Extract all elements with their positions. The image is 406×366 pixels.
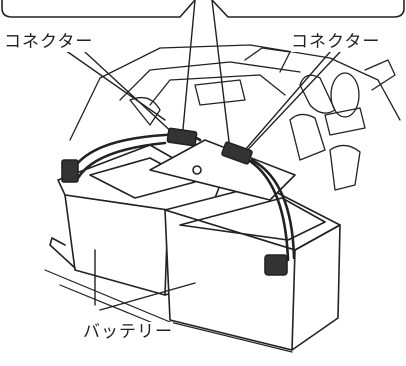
terminal-plug-right <box>264 254 288 276</box>
connector-left <box>166 127 198 147</box>
connector-label-right: コネクター <box>291 32 381 52</box>
callout-bubble <box>1 0 405 18</box>
terminal-plug-left <box>61 159 79 183</box>
connector-label-left: コネクター <box>4 32 94 52</box>
connector-right <box>221 141 253 165</box>
battery-label: バッテリー <box>83 322 173 342</box>
callout-leaders <box>64 0 341 311</box>
right-battery <box>164 184 341 351</box>
bracket-bolt <box>192 165 202 175</box>
engine-bay-background <box>69 44 401 191</box>
battery-bracket <box>149 139 296 201</box>
